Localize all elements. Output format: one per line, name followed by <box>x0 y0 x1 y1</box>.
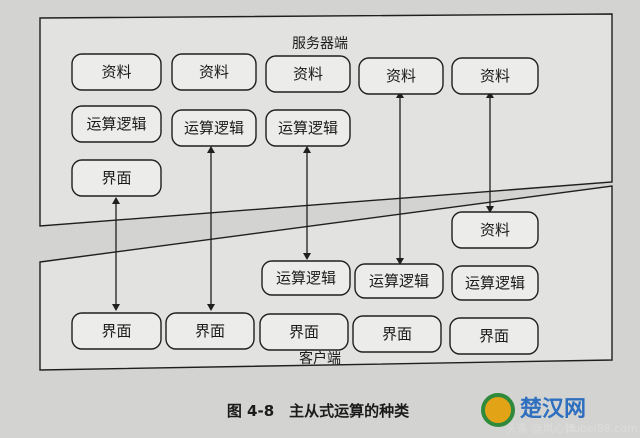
svg-text:资料: 资料 <box>480 221 510 239</box>
server-col2-data-box: 资料 <box>171 53 257 91</box>
svg-text:资料: 资料 <box>101 63 131 81</box>
svg-text:资料: 资料 <box>480 67 510 85</box>
server-col3-logic-box: 运算逻辑 <box>265 109 351 147</box>
watermark-url: hubei88.com <box>566 422 638 435</box>
client-col5-data-box: 资料 <box>451 211 539 249</box>
svg-text:运算逻辑: 运算逻辑 <box>465 274 525 292</box>
server-col1-logic-box: 运算逻辑 <box>71 105 162 143</box>
svg-text:运算逻辑: 运算逻辑 <box>276 269 336 287</box>
svg-text:资料: 资料 <box>199 63 229 81</box>
svg-text:界面: 界面 <box>289 323 319 341</box>
client-col2-ui-box: 界面 <box>165 312 255 350</box>
client-col5-ui-box: 界面 <box>449 317 539 355</box>
server-col2-logic-box: 运算逻辑 <box>171 109 257 147</box>
svg-text:资料: 资料 <box>386 67 416 85</box>
watermark-site-logo: 楚汉网 <box>520 397 586 422</box>
watermark: 楚汉网 头条 @岚心律 hubei88.com <box>481 393 638 435</box>
server-col1-data-box: 资料 <box>71 53 162 91</box>
svg-text:运算逻辑: 运算逻辑 <box>184 119 244 137</box>
svg-text:资料: 资料 <box>293 65 323 83</box>
server-col4-data-box: 资料 <box>358 57 444 95</box>
svg-text:运算逻辑: 运算逻辑 <box>278 119 338 137</box>
svg-text:界面: 界面 <box>382 325 412 343</box>
client-label: 客户端 <box>299 350 341 367</box>
server-label: 服务器端 <box>292 36 348 52</box>
figure-caption: 图 4-8 主从式运算的种类 <box>227 402 410 420</box>
svg-text:界面: 界面 <box>479 327 509 345</box>
server-col5-data-box: 资料 <box>451 57 539 95</box>
svg-text:运算逻辑: 运算逻辑 <box>86 115 146 133</box>
client-col5-logic-box: 运算逻辑 <box>451 265 539 301</box>
watermark-logo-icon <box>481 393 515 427</box>
client-col4-logic-box: 运算逻辑 <box>354 263 444 299</box>
client-col4-ui-box: 界面 <box>352 315 442 353</box>
client-col3-logic-box: 运算逻辑 <box>261 260 351 296</box>
svg-text:运算逻辑: 运算逻辑 <box>369 272 429 290</box>
watermark-credit: 头条 @岚心律 <box>506 421 576 435</box>
server-col1-ui-box: 界面 <box>71 159 162 197</box>
client-col3-ui-box: 界面 <box>259 313 349 351</box>
svg-text:界面: 界面 <box>101 322 131 340</box>
server-col3-data-box: 资料 <box>265 55 351 93</box>
client-col1-ui-box: 界面 <box>71 312 162 350</box>
svg-text:界面: 界面 <box>101 169 131 187</box>
svg-text:界面: 界面 <box>195 322 225 340</box>
